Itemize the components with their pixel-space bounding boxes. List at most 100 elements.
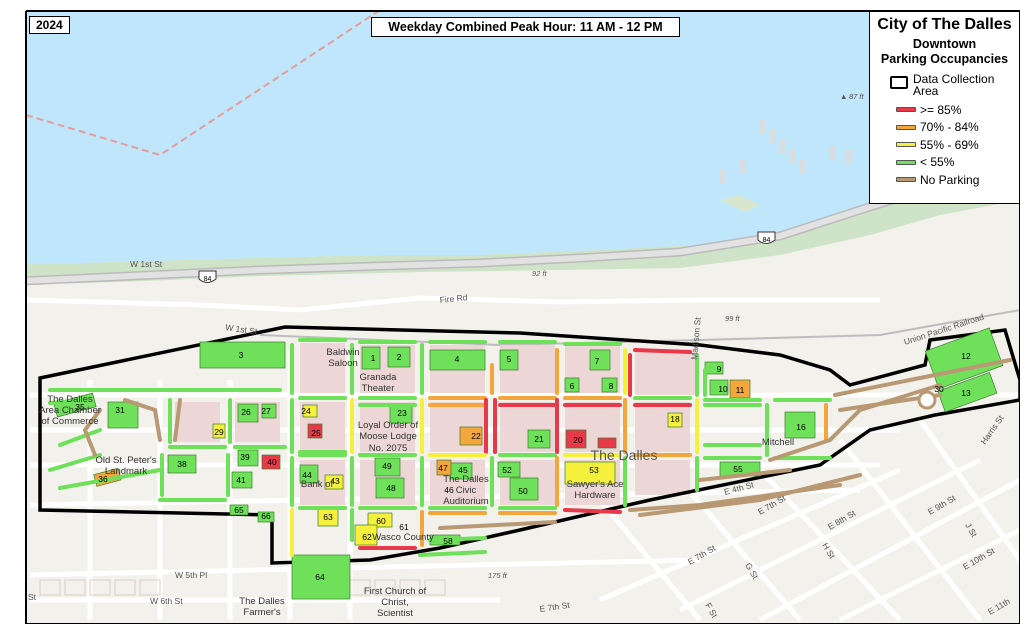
collection-area-label-2: Area <box>913 84 939 98</box>
lot-25 <box>307 423 323 439</box>
svg-text:52: 52 <box>502 465 512 475</box>
svg-text:First Church of: First Church of <box>364 586 427 597</box>
svg-text:36: 36 <box>98 474 108 484</box>
svg-text:21: 21 <box>534 434 544 444</box>
svg-text:Theater: Theater <box>362 383 395 394</box>
i84-shield-2: 84 <box>757 231 776 244</box>
town-label: The Dalles <box>591 447 658 463</box>
svg-text:Baldwin: Baldwin <box>326 347 359 358</box>
svg-text:Civic: Civic <box>456 485 477 496</box>
svg-text:Area Chamber: Area Chamber <box>39 405 101 416</box>
svg-text:16: 16 <box>796 422 806 432</box>
lot-6 <box>564 377 580 393</box>
svg-text:No. 2075: No. 2075 <box>369 443 408 454</box>
left-margin <box>0 0 26 624</box>
collection-area-label-1: Data Collection <box>913 72 995 86</box>
lot-64 <box>291 554 351 600</box>
svg-text:65: 65 <box>234 505 244 515</box>
lot-10 <box>709 379 729 396</box>
svg-text:24: 24 <box>301 406 311 416</box>
svg-text:31: 31 <box>115 405 125 415</box>
svg-text:6: 6 <box>570 381 575 391</box>
svg-text:▲: ▲ <box>840 92 847 101</box>
svg-text:84: 84 <box>204 276 212 283</box>
swatch-85 <box>896 107 916 113</box>
svg-text:44: 44 <box>302 470 312 480</box>
lot-49 <box>374 457 401 477</box>
svg-text:53: 53 <box>589 465 599 475</box>
state-boundary <box>25 9 381 157</box>
svg-text:W 1st St: W 1st St <box>225 322 259 336</box>
svg-text:Farmer's: Farmer's <box>243 607 280 618</box>
svg-text:60: 60 <box>376 516 386 526</box>
lot-7 <box>589 349 611 371</box>
legend: City of The Dalles Downtown Parking Occu… <box>869 11 1020 204</box>
lot-41 <box>231 471 253 489</box>
street-segments <box>48 338 1012 557</box>
railroad <box>259 309 1020 347</box>
lot-47 <box>436 459 452 476</box>
svg-text:49: 49 <box>382 461 392 471</box>
svg-text:E 7th St: E 7th St <box>539 600 571 614</box>
svg-text:23: 23 <box>397 408 407 418</box>
legend-item-55: 55% - 69% <box>896 136 1019 154</box>
parcels <box>39 579 446 596</box>
svg-text:35: 35 <box>75 402 85 412</box>
svg-text:4: 4 <box>455 354 460 364</box>
svg-text:26: 26 <box>241 407 251 417</box>
lot-1 <box>361 346 381 370</box>
legend-subtitle-1: Downtown <box>912 37 977 51</box>
lot-40 <box>261 454 281 470</box>
svg-text:27: 27 <box>261 406 271 416</box>
svg-text:45: 45 <box>458 465 468 475</box>
lot-53 <box>564 461 616 485</box>
roundabout <box>917 390 937 410</box>
map-title: Weekday Combined Peak Hour: 11 AM - 12 P… <box>371 17 680 37</box>
svg-text:20: 20 <box>573 435 583 445</box>
svg-text:50: 50 <box>518 486 528 496</box>
svg-text:39: 39 <box>240 452 250 462</box>
lot-26 <box>237 403 259 423</box>
svg-text:Scientist: Scientist <box>377 608 413 619</box>
lot-27 <box>261 403 277 419</box>
svg-text:48: 48 <box>386 483 396 493</box>
swatch-low <box>896 159 916 165</box>
svg-text:46: 46 <box>444 485 454 495</box>
svg-text:11: 11 <box>736 385 745 395</box>
legend-item-low: < 55% <box>896 154 1019 172</box>
svg-text:Old St. Peter's: Old St. Peter's <box>96 455 157 466</box>
svg-text:W 6th St: W 6th St <box>150 596 183 606</box>
lot-4 <box>429 349 486 371</box>
svg-text:Moose Lodge: Moose Lodge <box>359 431 417 442</box>
svg-text:10: 10 <box>718 384 728 394</box>
lot-66 <box>257 511 275 523</box>
svg-text:18: 18 <box>670 414 680 424</box>
island <box>720 195 760 212</box>
svg-text:40: 40 <box>267 457 277 467</box>
svg-text:12: 12 <box>961 351 971 361</box>
svg-text:Wasco County: Wasco County <box>372 532 434 543</box>
lot-39 <box>237 449 259 467</box>
svg-text:87 ft: 87 ft <box>849 92 865 101</box>
svg-text:22: 22 <box>471 431 481 441</box>
svg-text:Bank of: Bank of <box>301 479 334 490</box>
lot-2 <box>387 346 411 368</box>
marina-docks <box>720 120 851 184</box>
lot-24 <box>302 404 318 418</box>
svg-text:61: 61 <box>399 522 409 532</box>
svg-text:The Dalles: The Dalles <box>443 474 489 485</box>
svg-text:13: 13 <box>961 388 971 398</box>
lot-52 <box>497 461 521 478</box>
svg-text:3: 3 <box>239 350 244 360</box>
legend-item-70: 70% - 84% <box>896 119 1019 137</box>
svg-text:Hardware: Hardware <box>574 490 615 501</box>
lot-38 <box>167 454 197 474</box>
legend-item-85: >= 85% <box>896 101 1019 119</box>
svg-text:5: 5 <box>507 354 512 364</box>
lot-60 <box>367 512 393 528</box>
svg-text:of Commerce: of Commerce <box>41 416 98 427</box>
svg-text:2: 2 <box>397 352 402 362</box>
